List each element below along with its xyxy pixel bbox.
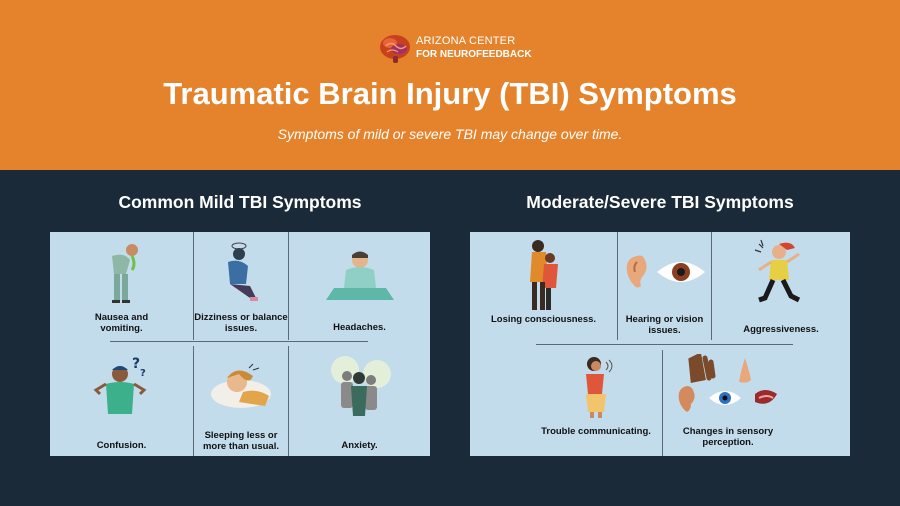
divider (193, 232, 194, 340)
symptom-sleeping: Sleeping less or more than usual. (194, 346, 288, 456)
symptom-aggressiveness: Aggressiveness. (712, 232, 850, 340)
symptom-dizziness: Dizziness or balance issues. (194, 232, 288, 340)
mild-symptoms-panel: Nausea and vomiting. Dizziness or balanc… (50, 232, 430, 456)
logo-line-1: ARIZONA CENTER (416, 35, 516, 47)
symptom-label: Changes in sensory perception. (682, 426, 774, 448)
headache-person-icon (325, 251, 394, 300)
logo-line-2: FOR NEUROFEEDBACK (416, 49, 532, 60)
anxious-person-icon (330, 356, 391, 416)
symptom-label: Hearing or vision issues. (625, 314, 704, 336)
divider (193, 346, 194, 456)
severe-symptoms-panel: Losing consciousness. Hearing or vision … (470, 232, 850, 456)
header-banner: ARIZONA CENTER FOR NEUROFEEDBACK Traumat… (0, 0, 900, 170)
symptom-losing-consciousness: Losing consciousness. (470, 232, 617, 340)
svg-text:?: ? (140, 368, 146, 379)
symptom-label: Anxiety. (341, 440, 378, 451)
page-title: Traumatic Brain Injury (TBI) Symptoms (163, 76, 737, 111)
senses-icon (678, 354, 777, 412)
symptom-confusion: ? ? Confusion. (50, 346, 193, 456)
divider (288, 232, 289, 340)
symptom-headaches: Headaches. (289, 232, 430, 340)
svg-text:?: ? (132, 356, 140, 372)
symptom-label: Losing consciousness. (490, 314, 597, 325)
aggressive-person-icon (754, 239, 801, 303)
severe-heading: Moderate/Severe TBI Symptoms (526, 192, 794, 212)
divider (711, 232, 712, 340)
symptom-label: Headaches. (333, 322, 386, 333)
fainting-person-icon (529, 240, 558, 310)
nausea-person-icon (111, 244, 138, 303)
divider (662, 350, 663, 456)
symptom-label: Trouble communicating. (541, 426, 651, 437)
dizzy-person-icon (228, 242, 258, 301)
mild-heading: Common Mild TBI Symptoms (118, 192, 362, 212)
symptom-label: Aggressiveness. (743, 324, 819, 335)
divider (617, 232, 618, 340)
confused-person-icon: ? ? (93, 356, 146, 414)
brain-icon (380, 35, 410, 63)
symptom-label: Dizziness or balance issues. (194, 312, 288, 334)
symptom-hearing-vision: Hearing or vision issues. (618, 232, 711, 340)
symptom-anxiety: Anxiety. (289, 346, 430, 456)
symptom-label: Confusion. (96, 440, 147, 451)
sleeping-person-icon (211, 363, 271, 408)
ear-eye-icon (626, 255, 705, 288)
symptom-nausea: Nausea and vomiting. (50, 232, 193, 340)
symptom-label: Sleeping less or more than usual. (202, 430, 279, 452)
logo: ARIZONA CENTER FOR NEUROFEEDBACK (378, 32, 532, 68)
symptom-sensory-perception: Changes in sensory perception. (663, 350, 793, 456)
page-subtitle: Symptoms of mild or severe TBI may chang… (277, 126, 623, 142)
divider (288, 346, 289, 456)
divider (110, 341, 368, 342)
divider (536, 344, 793, 345)
symptom-label: Nausea and vomiting. (94, 312, 149, 334)
communicating-person-icon (586, 357, 613, 418)
symptom-trouble-communicating: Trouble communicating. (530, 350, 662, 456)
